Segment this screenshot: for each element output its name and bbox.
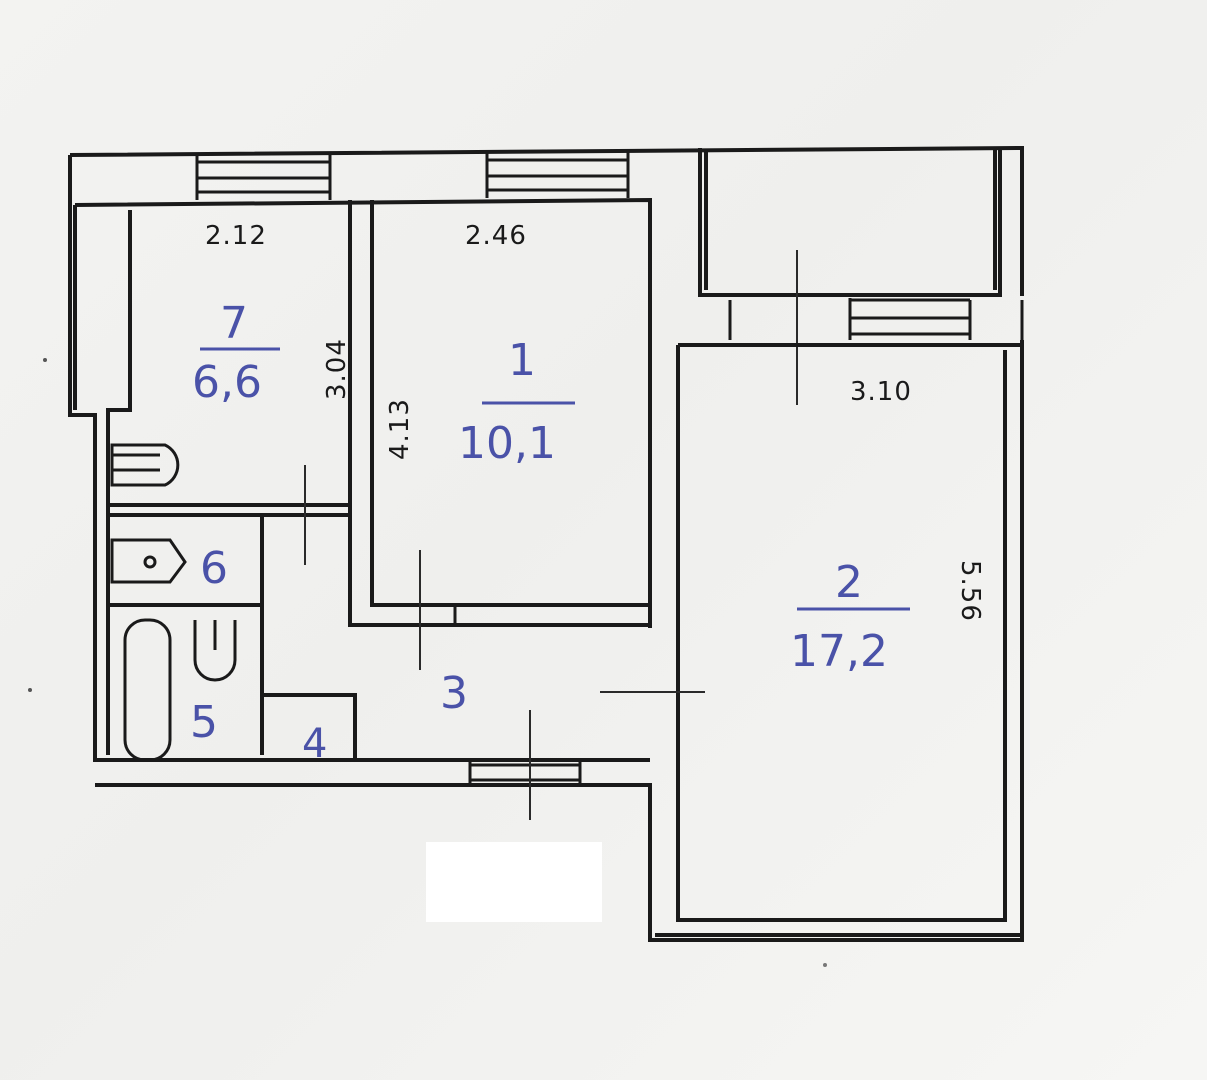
room-1-length-dimension: 4.13 bbox=[385, 398, 415, 460]
room-7-length-dimension: 3.04 bbox=[322, 338, 352, 400]
sink-icon bbox=[110, 538, 187, 584]
room-4-number: 4 bbox=[302, 721, 327, 767]
speck bbox=[823, 963, 827, 967]
room-6-number: 6 bbox=[200, 543, 228, 594]
room-2-walls bbox=[655, 340, 1024, 937]
room-7-number: 7 bbox=[220, 298, 248, 349]
outer-walls bbox=[68, 145, 1024, 942]
redaction-block bbox=[426, 842, 602, 922]
bathtub-icon bbox=[123, 618, 237, 762]
room-7-width-dimension: 2.12 bbox=[205, 221, 267, 251]
balcony bbox=[698, 148, 1024, 405]
window-kitchen bbox=[195, 155, 332, 200]
room-1-area: 10,1 bbox=[458, 418, 556, 469]
speck bbox=[28, 688, 32, 692]
speck bbox=[43, 358, 47, 362]
room-2-length-dimension: 5.56 bbox=[955, 560, 985, 622]
window-room-1 bbox=[485, 150, 630, 198]
room-2-width-dimension: 3.10 bbox=[850, 377, 912, 407]
toilet-icon bbox=[110, 443, 180, 487]
room-1-walls bbox=[348, 200, 650, 627]
room-1-width-dimension: 2.46 bbox=[465, 221, 527, 251]
entrance-door bbox=[304, 465, 705, 820]
room-1-number: 1 bbox=[508, 335, 536, 386]
room-7-area: 6,6 bbox=[192, 357, 262, 408]
room-2-area: 17,2 bbox=[790, 626, 888, 677]
room-2-number: 2 bbox=[835, 557, 863, 608]
room-5-number: 5 bbox=[190, 697, 218, 748]
room-3-number: 3 bbox=[440, 668, 468, 719]
bathroom-walls bbox=[108, 503, 357, 760]
